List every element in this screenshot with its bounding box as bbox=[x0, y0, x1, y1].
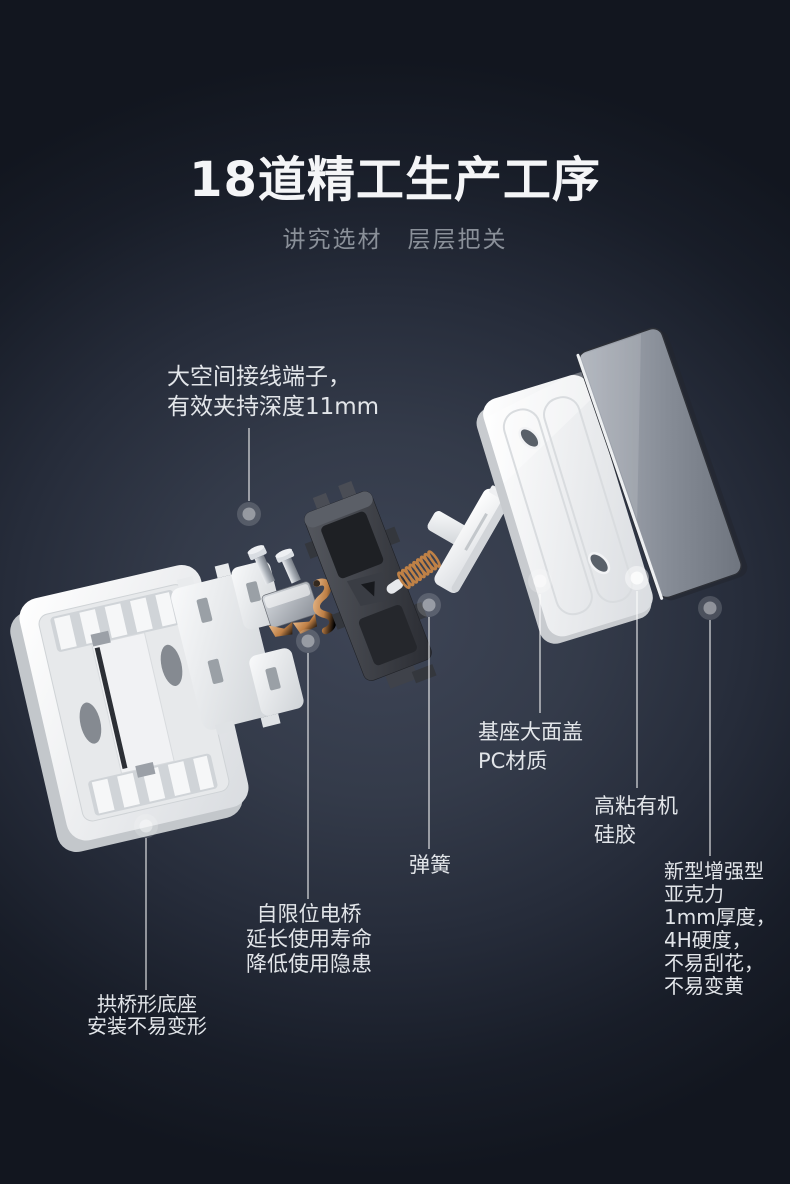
callout-cover-line: PC材质 bbox=[478, 749, 548, 773]
page-subtitle: 讲究选材 层层把关 bbox=[282, 227, 508, 253]
callout-acrylic-line: 不易变黄 bbox=[664, 974, 744, 998]
callout-base: 拱桥形底座 安装不易变形 bbox=[74, 993, 220, 1037]
callout-bridge-line: 自限位电桥 bbox=[256, 902, 362, 926]
callout-acrylic-line: 4H硬度， bbox=[664, 928, 752, 952]
callout-spring-line: 弹簧 bbox=[409, 853, 451, 877]
bridge-mechanism-graphic bbox=[304, 481, 437, 689]
page-title: 18道精工生产工序 bbox=[189, 152, 601, 208]
callout-acrylic-line: 亚克力 bbox=[664, 882, 724, 906]
terminal-block-graphic bbox=[247, 545, 319, 637]
acrylic-panel-graphic bbox=[576, 327, 748, 601]
callout-silicone: 高粘有机 硅胶 bbox=[594, 792, 678, 850]
rocker-graphic bbox=[427, 485, 509, 593]
callout-acrylic-line: 不易刮花， bbox=[664, 951, 764, 975]
callout-silicone-line: 硅胶 bbox=[594, 823, 636, 847]
copper-contact-graphic bbox=[313, 578, 337, 635]
spring-graphic bbox=[386, 550, 441, 594]
callout-cover-line: 基座大面盖 bbox=[478, 720, 583, 744]
callout-dot bbox=[134, 814, 158, 838]
callout-terminal: 大空间接线端子， 有效夹持深度11mm bbox=[167, 362, 379, 422]
callout-lines bbox=[145, 428, 711, 990]
callout-terminal-line: 有效夹持深度11mm bbox=[167, 394, 380, 420]
callout-dot bbox=[237, 502, 261, 526]
callout-cover: 基座大面盖 PC材质 bbox=[478, 718, 583, 776]
callout-terminal-line: 大空间接线端子， bbox=[167, 364, 351, 390]
callout-silicone-line: 高粘有机 bbox=[594, 794, 678, 818]
callout-acrylic-line: 新型增强型 bbox=[664, 859, 764, 883]
callout-bridge: 自限位电桥 延长使用寿命 降低使用隐患 bbox=[236, 902, 382, 977]
callout-bridge-line: 降低使用隐患 bbox=[246, 952, 372, 976]
callout-dot bbox=[698, 596, 722, 620]
callout-bridge-line: 延长使用寿命 bbox=[246, 927, 372, 951]
cover-plate-graphic bbox=[476, 371, 653, 644]
callout-base-line: 安装不易变形 bbox=[87, 1014, 207, 1038]
callout-dot bbox=[625, 566, 649, 590]
callout-dots bbox=[134, 502, 722, 838]
callout-dot bbox=[296, 629, 320, 653]
callout-dot bbox=[528, 569, 552, 593]
callout-spring: 弹簧 bbox=[409, 852, 451, 878]
callout-acrylic-line: 1mm厚度， bbox=[664, 905, 776, 929]
callout-acrylic: 新型增强型 亚克力 1mm厚度， 4H硬度， 不易刮花， 不易变黄 bbox=[664, 860, 776, 998]
callout-dot bbox=[417, 593, 441, 617]
mounting-bracket-graphic bbox=[171, 560, 304, 735]
callout-base-line: 拱桥形底座 bbox=[97, 992, 197, 1016]
